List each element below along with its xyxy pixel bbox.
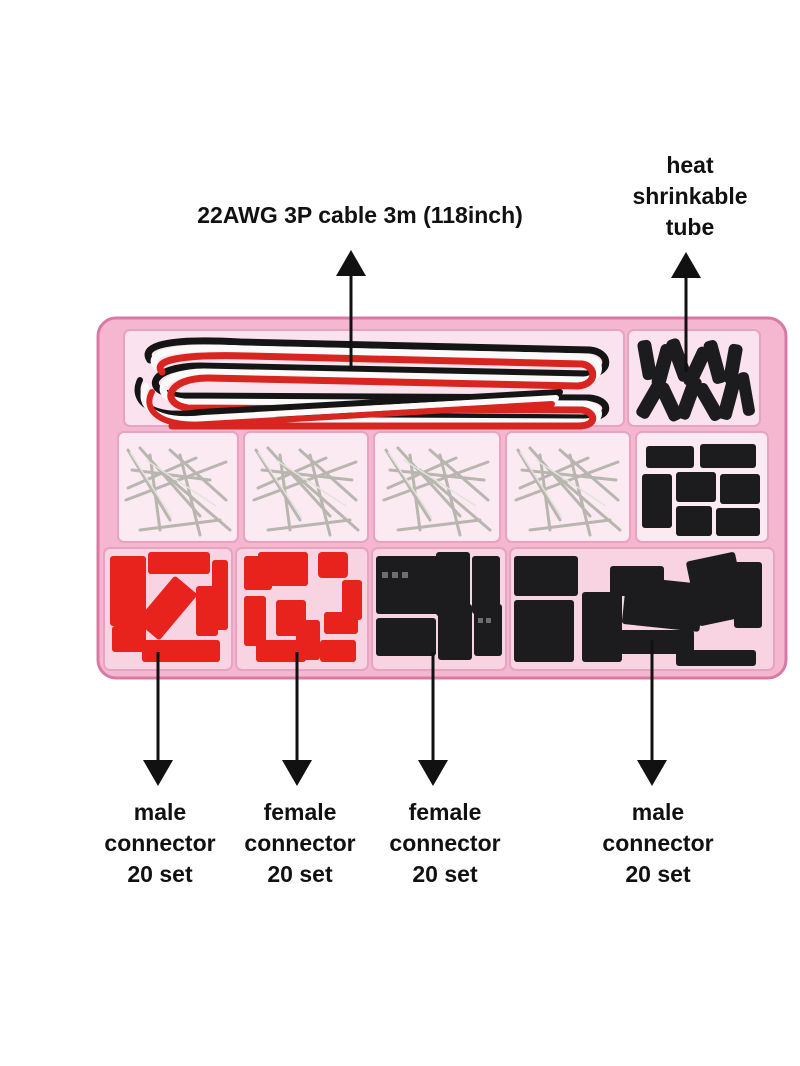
- label-line: 20 set: [625, 861, 691, 887]
- label-heat-shrink-tube: heat shrinkable tube: [600, 150, 780, 243]
- label-female-connector-black: female connector 20 set: [355, 797, 535, 890]
- callout-arrows: [143, 250, 701, 786]
- heat-shrink-tubes: [636, 338, 755, 422]
- label-line: 20 set: [412, 861, 478, 887]
- label-line: shrinkable: [632, 183, 748, 209]
- label-female-connector-red: female connector 20 set: [210, 797, 390, 890]
- label-line: tube: [665, 214, 715, 240]
- label-line: connector: [389, 830, 501, 856]
- label-line: male: [631, 799, 685, 825]
- black-female-housings: [376, 552, 502, 660]
- label-line: connector: [602, 830, 714, 856]
- metal-pins-highlight: [129, 451, 607, 519]
- compartment-pins-3: [373, 431, 501, 543]
- label-line: connector: [104, 830, 216, 856]
- label-cable-line: 22AWG 3P cable 3m (118inch): [197, 202, 523, 228]
- label-line: female: [263, 799, 337, 825]
- black-connector-housings: [642, 444, 760, 536]
- label-male-connector-red: male connector 20 set: [70, 797, 250, 890]
- red-male-housings: [110, 552, 228, 662]
- label-line: connector: [244, 830, 356, 856]
- black-male-housings: [514, 552, 762, 666]
- label-cable: 22AWG 3P cable 3m (118inch): [140, 200, 580, 231]
- black-female-holes: [382, 572, 491, 623]
- red-female-housings: [244, 552, 362, 662]
- label-line: heat: [666, 152, 714, 178]
- label-line: female: [408, 799, 482, 825]
- label-male-connector-black: male connector 20 set: [568, 797, 748, 890]
- label-line: 20 set: [267, 861, 333, 887]
- cable-bundle: [134, 337, 610, 430]
- compartment-pins-2: [243, 431, 369, 543]
- label-line: 20 set: [127, 861, 193, 887]
- label-line: male: [133, 799, 187, 825]
